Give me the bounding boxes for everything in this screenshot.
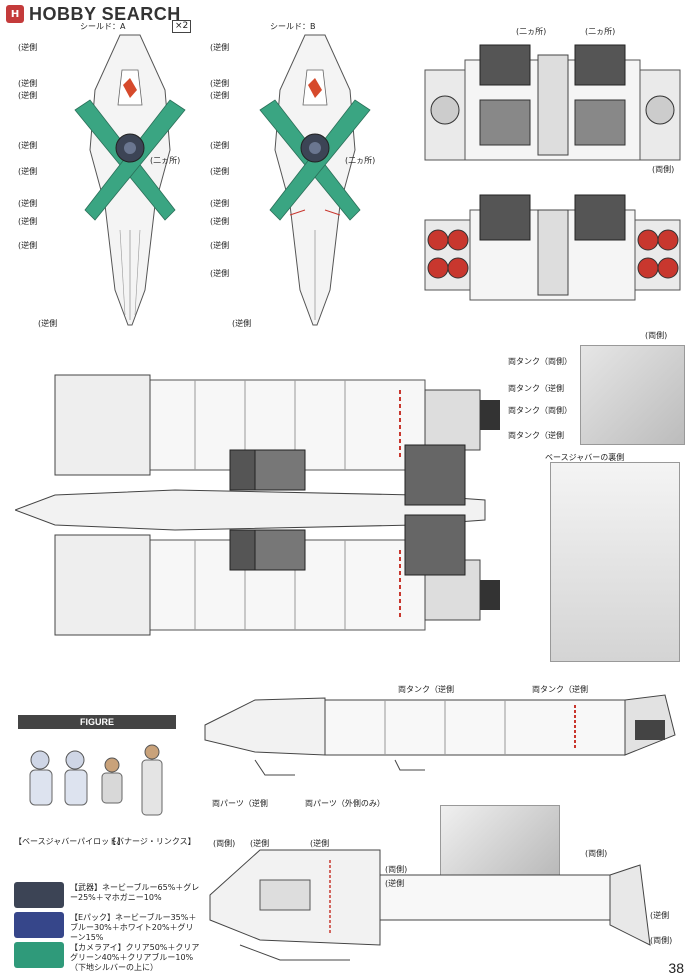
shield-a-rev-label-9: (逆側 — [38, 319, 58, 328]
legend-swatch-camera — [14, 942, 64, 968]
figure-caption-pilot: 【ベースジャバーパイロット】 — [14, 837, 126, 846]
top-view-both-side: (両側) — [652, 165, 675, 174]
side-tank-rev-1: 両タンク（逆側 — [398, 685, 454, 694]
side-parts-outer: 両パーツ（外側のみ） — [305, 799, 385, 808]
shield-b-rev-label-6: (逆側 — [210, 199, 230, 208]
legend-swatch-weapon — [14, 882, 64, 908]
legend-text-epack: 【Eパック】ネービーブルー35%＋ブルー30%＋ホワイト20%＋グリーン15% — [70, 913, 197, 942]
base-jabber-back-caption: ベースジャバーの裏側 — [545, 453, 625, 462]
plan-tank-rev: 両タンク（逆側 — [508, 384, 564, 393]
jabber-plan-view — [15, 374, 500, 636]
jabber-side-view — [204, 694, 676, 776]
figure-caption-banagher: 【バナージ・リンクス】 — [108, 837, 196, 846]
brand-name: HOBBY SEARCH — [29, 3, 181, 24]
figure-title: FIGURE — [18, 715, 176, 729]
side-parts-rev: 両パーツ（逆側 — [212, 799, 268, 808]
shield-b-rev-label-2: (逆側 — [210, 79, 230, 88]
jabber-top-view-1 — [424, 44, 681, 161]
cockpit-rev-2: (逆側 — [310, 839, 330, 848]
cockpit-rev-small: (逆側 — [385, 879, 405, 888]
side-tank-rev-2: 両タンク（逆側 — [532, 685, 588, 694]
shield-a-label: シールド：A — [80, 22, 126, 31]
base-jabber-back-photo — [550, 462, 680, 662]
header-logo: H HOBBY SEARCH — [6, 4, 181, 24]
jabber-cockpit-view — [209, 849, 651, 961]
cockpit-both-left: (両側) — [213, 839, 236, 848]
shield-a-rev-label-1: (逆側 — [18, 43, 38, 52]
shield-b-two-places: (二ヵ所) — [345, 156, 376, 165]
pilot-figures — [29, 744, 163, 816]
jabber-top-view-2 — [424, 194, 681, 301]
shield-a-rev-label-4: (逆側 — [18, 141, 38, 150]
cockpit-both-small: (両側) — [385, 865, 408, 874]
cockpit-rev-1: (逆側 — [250, 839, 270, 848]
cockpit-both-right: (両側) — [650, 936, 673, 945]
shield-a-rev-label-7: (逆側 — [18, 217, 38, 226]
hobby-search-logo-icon: H — [6, 5, 24, 23]
shield-a-rev-label-2: (逆側 — [18, 79, 38, 88]
plan-tank-both-2: 両タンク（両側） — [508, 406, 572, 415]
shield-b-rev-label-10: (逆側 — [232, 319, 252, 328]
cockpit-photo-both-side: (両側) — [585, 849, 608, 858]
shield-a-rev-label-3: (逆側 — [18, 91, 38, 100]
photo-both-side: (両側) — [645, 331, 668, 340]
top-view-two-places-1: (二ヵ所) — [516, 27, 547, 36]
legend-swatch-epack — [14, 912, 64, 938]
shield-a-diagram — [74, 34, 186, 326]
shield-b-rev-label-1: (逆側 — [210, 43, 230, 52]
legend-text-camera: 【カメラアイ】クリア50%＋クリアグリーン40%＋クリアブルー10%（下地シルバ… — [70, 943, 200, 972]
shield-b-rev-label-3: (逆側 — [210, 91, 230, 100]
shield-a-rev-label-8: (逆側 — [18, 241, 38, 250]
shield-b-rev-label-4: (逆側 — [210, 141, 230, 150]
shield-b-rev-label-7: (逆側 — [210, 217, 230, 226]
plan-tank-both: 両タンク（両側） — [508, 357, 572, 366]
quantity-mark: ×2 — [172, 20, 192, 33]
shield-b-rev-label-5: (逆側 — [210, 167, 230, 176]
close-up-photo-1 — [580, 345, 685, 445]
shield-b-diagram — [259, 34, 371, 326]
shield-a-rev-label-6: (逆側 — [18, 199, 38, 208]
shield-b-rev-label-8: (逆側 — [210, 241, 230, 250]
page-number: 38 — [668, 960, 684, 976]
shield-a-rev-label-5: (逆側 — [18, 167, 38, 176]
legend-text-weapon: 【武器】ネービーブルー65%＋グレー25%＋マホガニー10% — [70, 883, 200, 902]
shield-a-two-places: (二ヵ所) — [150, 156, 181, 165]
shield-b-label: シールド：B — [270, 22, 316, 31]
shield-b-rev-label-9: (逆側 — [210, 269, 230, 278]
cockpit-rev-right: (逆側 — [650, 911, 670, 920]
plan-tank-rev-2: 両タンク（逆側 — [508, 431, 564, 440]
top-view-two-places-2: (二ヵ所) — [585, 27, 616, 36]
